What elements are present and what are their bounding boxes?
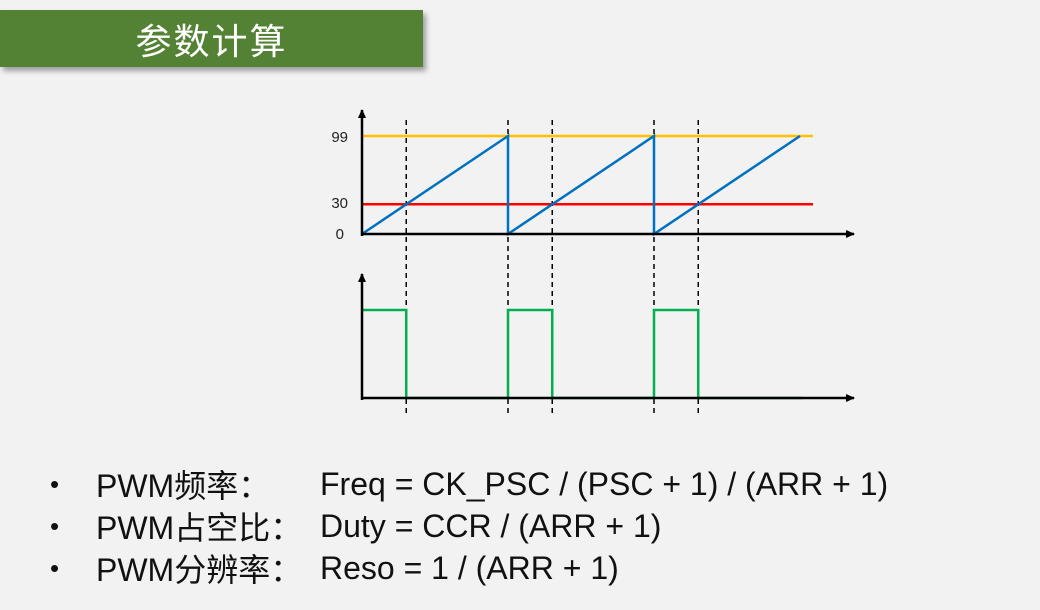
- resolution-formula: Reso = 1 / (ARR + 1): [320, 549, 619, 586]
- axis-label-0: 0: [336, 226, 344, 243]
- bullet-dot: •: [50, 468, 60, 499]
- frequency-formula: Freq = CK_PSC / (PSC + 1) / (ARR + 1): [320, 465, 889, 502]
- duty-formula: Duty = CCR / (ARR + 1): [320, 507, 662, 544]
- duty-label: PWM占空比：: [96, 510, 303, 546]
- slide-title: 参数计算: [135, 21, 288, 63]
- formula-list: • PWM频率： Freq = CK_PSC / (PSC + 1) / (AR…: [50, 463, 888, 589]
- axis-label-99: 99: [331, 129, 348, 146]
- title-banner: 参数计算: [0, 10, 423, 67]
- bullet-dot: •: [50, 552, 60, 583]
- frequency-label: PWM频率：: [96, 468, 271, 504]
- formula-duty: • PWM占空比： Duty = CCR / (ARR + 1): [50, 505, 888, 547]
- axis-label-30: 30: [331, 195, 348, 212]
- counter-sawtooth: [361, 133, 801, 237]
- bullet-dot: •: [50, 510, 60, 541]
- formula-frequency: • PWM频率： Freq = CK_PSC / (PSC + 1) / (AR…: [50, 463, 888, 505]
- pwm-output-wave: [362, 308, 802, 400]
- formula-resolution: • PWM分辨率： Reso = 1 / (ARR + 1): [50, 547, 888, 589]
- resolution-label: PWM分辨率：: [96, 552, 303, 588]
